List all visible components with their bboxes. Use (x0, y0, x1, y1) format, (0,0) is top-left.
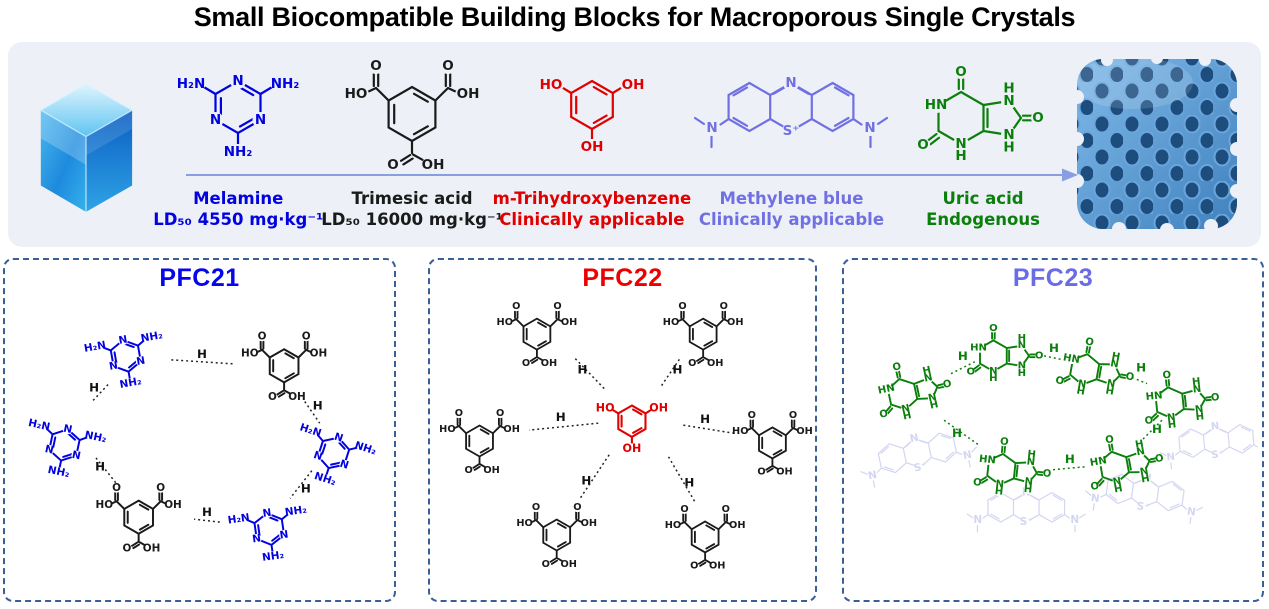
molecule-name: Trimesic acid (351, 189, 473, 208)
melamine-structure (175, 72, 301, 161)
figure-title: Small Biocompatible Building Blocks for … (193, 2, 1076, 32)
panel-title-pfc22: PFC22 (582, 264, 663, 292)
pfc22-network: H H H H H H (438, 300, 812, 573)
hbond-label: H (672, 363, 682, 377)
uric-acid-structure (915, 63, 1046, 165)
trihydroxybenzene-structure (537, 76, 647, 156)
molecule-methylene-blue: Methylene blue Clinically applicable (680, 46, 903, 243)
hbond-label: H (1152, 422, 1162, 436)
pfc21-network: H H H H H H (17, 327, 379, 569)
hbond-label: H (201, 505, 211, 519)
hbond-label: H (700, 412, 710, 426)
hbond-label: H (300, 481, 310, 495)
molecule-info: LD₅₀ 16000 mg·kg⁻¹ (321, 210, 503, 230)
panel-title-pfc23: PFC23 (1012, 264, 1094, 292)
molecule-name: Uric acid (942, 189, 1024, 208)
hbond-label: H (312, 398, 322, 412)
molecule-name: m-Trihydroxybenzene (492, 189, 692, 208)
hbond-label: H (952, 426, 962, 440)
panel-pfc21: PFC21 H H H H H H (3, 258, 396, 602)
molecule-info: Endogenous (926, 210, 1040, 230)
reaction-arrow (186, 168, 1078, 182)
hbond-label: H (89, 381, 99, 395)
molecule-melamine: Melamine LD₅₀ 4550 mg·kg⁻¹ (153, 46, 324, 243)
molecule-uric-acid: Uric acid Endogenous (903, 46, 1063, 243)
molecule-info: Clinically applicable (499, 210, 685, 230)
molecule-name: Methylene blue (719, 189, 864, 208)
panel-pfc23: PFC23 H H H H H H (842, 258, 1264, 602)
methylene-blue-structure (694, 74, 888, 148)
molecule-name: Melamine (193, 189, 284, 208)
hbond-label: H (581, 474, 591, 488)
hbond-label: H (1049, 341, 1059, 355)
hbond-label: H (1065, 452, 1075, 466)
hbond-label: H (577, 363, 587, 377)
crystal-cube-image (40, 82, 133, 212)
hbond-label: H (684, 476, 694, 490)
building-blocks-banner: Melamine LD₅₀ 4550 mg·kg⁻¹ Trimesic acid… (8, 42, 1261, 247)
hbond-label: H (555, 410, 565, 424)
pfc23-network: H H H H H H (855, 322, 1258, 533)
hbond-label: H (1136, 361, 1146, 375)
macroporous-crystal (1063, 46, 1253, 243)
hbond-label: H (958, 349, 968, 363)
molecule-trimesic-acid: Trimesic acid LD₅₀ 16000 mg·kg⁻¹ (320, 46, 504, 243)
trimesic-acid-structure (342, 57, 482, 174)
panel-pfc22: PFC22 H H H H H H (428, 258, 817, 602)
hbond-label: H (95, 460, 105, 474)
macroporous-crystal-image (1070, 51, 1244, 237)
molecule-info: LD₅₀ 4550 mg·kg⁻¹ (153, 210, 324, 230)
molecule-trihydroxybenzene: m-Trihydroxybenzene Clinically applicabl… (493, 46, 691, 243)
molecule-info: Clinically applicable (698, 210, 885, 230)
hbond-label: H (197, 347, 207, 361)
crystal-cube (16, 46, 156, 243)
panel-title-pfc21: PFC21 (159, 264, 240, 292)
